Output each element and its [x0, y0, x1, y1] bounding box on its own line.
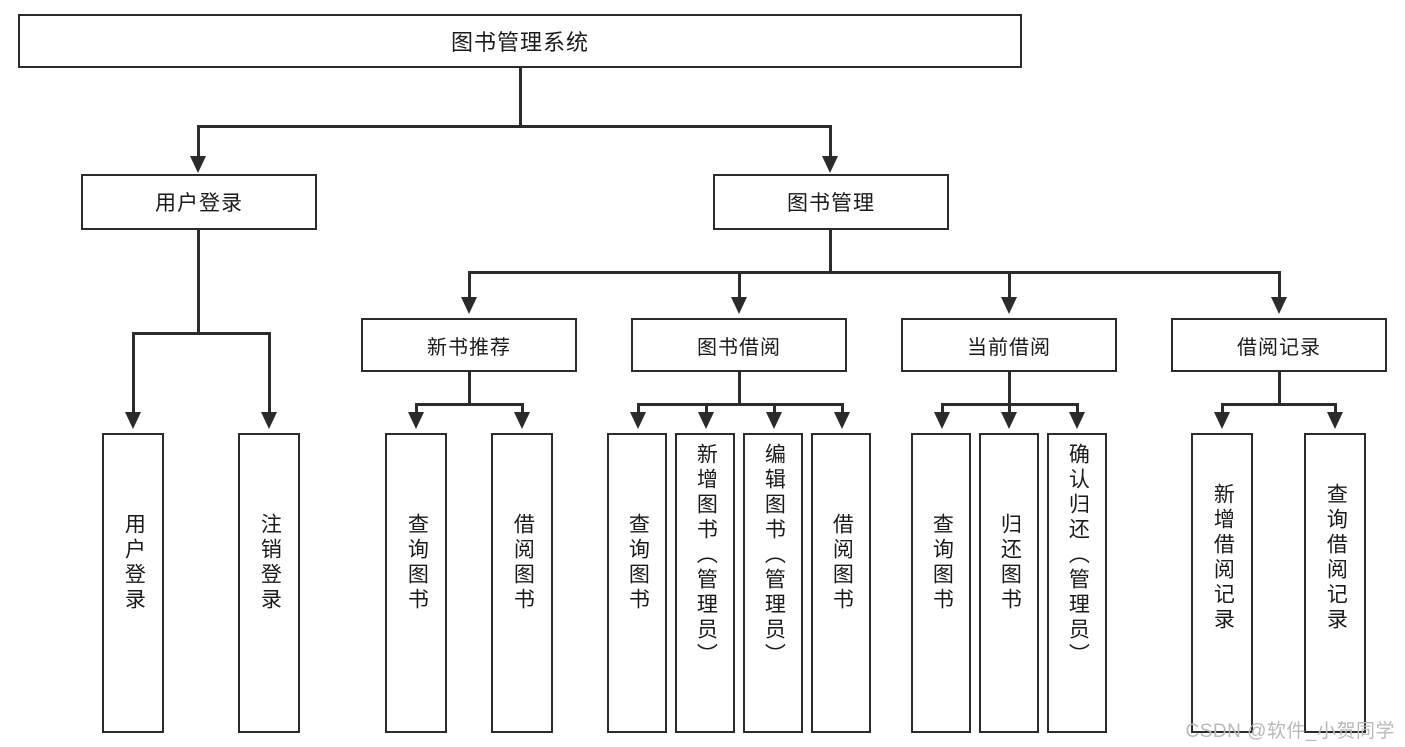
arrow-down-icon	[1069, 412, 1085, 429]
connector-borrow-bus	[637, 403, 841, 406]
leaf-query-book-recommend[interactable]: 查询图书	[385, 433, 447, 733]
node-label: 查询图书	[626, 513, 650, 613]
node-label: 查询图书	[405, 513, 429, 613]
node-current-borrow[interactable]: 当前借阅	[901, 318, 1117, 372]
leaf-edit-book-admin[interactable]: 编辑图书（管理员）	[743, 433, 803, 733]
arrow-down-icon	[261, 412, 277, 429]
connector-userlogin-drop-2	[268, 332, 271, 416]
connector-borrow-trunk	[738, 372, 741, 405]
connector-bookmgmt-trunk	[829, 230, 832, 273]
node-user-login[interactable]: 用户登录	[81, 174, 317, 230]
arrow-down-icon	[822, 156, 838, 173]
arrow-down-icon	[408, 412, 424, 429]
arrow-down-icon	[190, 156, 206, 173]
connector-borrow-drop-3	[773, 403, 776, 417]
connector-recommend-trunk	[468, 372, 471, 405]
node-label: 查询图书	[930, 513, 954, 613]
arrow-down-icon	[1001, 412, 1017, 429]
leaf-borrow-book[interactable]: 借阅图书	[811, 433, 871, 733]
connector-recommend-drop-1	[415, 403, 418, 417]
connector-current-drop-3	[1076, 403, 1079, 417]
connector-current-drop-1	[941, 403, 944, 417]
node-borrow-record[interactable]: 借阅记录	[1171, 318, 1387, 372]
connector-userlogin-drop-1	[132, 332, 135, 416]
arrow-down-icon	[630, 412, 646, 429]
arrow-down-icon	[834, 412, 850, 429]
node-book-borrow[interactable]: 图书借阅	[631, 318, 847, 372]
arrow-down-icon	[934, 412, 950, 429]
leaf-borrow-book-recommend[interactable]: 借阅图书	[491, 433, 553, 733]
connector-borrow-drop-4	[841, 403, 844, 417]
arrow-down-icon	[461, 297, 477, 314]
leaf-logout[interactable]: 注销登录	[238, 433, 300, 733]
node-label: 新书推荐	[427, 336, 511, 359]
leaf-query-borrow-record[interactable]: 查询借阅记录	[1304, 433, 1366, 733]
connector-current-trunk	[1008, 372, 1011, 405]
arrow-down-icon	[514, 412, 530, 429]
connector-bookmgmt-drop-3	[1008, 271, 1011, 301]
node-new-book-recommend[interactable]: 新书推荐	[361, 318, 577, 372]
node-label: 新增图书（管理员）	[694, 443, 718, 668]
node-label: 用户登录	[155, 192, 243, 215]
node-label: 编辑图书（管理员）	[762, 443, 786, 668]
node-root-system[interactable]: 图书管理系统	[18, 14, 1022, 68]
leaf-query-book-current[interactable]: 查询图书	[911, 433, 971, 733]
arrow-down-icon	[1327, 412, 1343, 429]
node-label: 借阅记录	[1237, 336, 1321, 359]
connector-borrow-drop-2	[705, 403, 708, 417]
leaf-add-borrow-record[interactable]: 新增借阅记录	[1191, 433, 1253, 733]
connector-bookmgmt-drop-2	[738, 271, 741, 301]
node-label: 归还图书	[998, 513, 1022, 613]
leaf-user-login[interactable]: 用户登录	[102, 433, 164, 733]
node-label: 确认归还（管理员）	[1066, 443, 1090, 668]
arrow-down-icon	[1001, 297, 1017, 314]
connector-current-drop-2	[1008, 403, 1011, 417]
leaf-confirm-return-admin[interactable]: 确认归还（管理员）	[1047, 433, 1107, 733]
leaf-add-book-admin[interactable]: 新增图书（管理员）	[675, 433, 735, 733]
arrow-down-icon	[698, 412, 714, 429]
connector-recommend-drop-2	[521, 403, 524, 417]
connector-borrow-drop-1	[637, 403, 640, 417]
node-label: 借阅图书	[511, 513, 535, 613]
connector-userlogin-bus	[132, 332, 270, 335]
arrow-down-icon	[1271, 297, 1287, 314]
connector-record-drop-2	[1334, 403, 1337, 417]
connector-bookmgmt-drop-4	[1278, 271, 1281, 301]
node-label: 用户登录	[122, 513, 146, 613]
node-label: 注销登录	[258, 513, 282, 613]
connector-userlogin-trunk	[197, 230, 200, 334]
connector-record-trunk	[1278, 372, 1281, 405]
node-label: 借阅图书	[830, 513, 854, 613]
node-label: 查询借阅记录	[1324, 483, 1348, 633]
connector-record-bus	[1221, 403, 1336, 406]
arrow-down-icon	[1214, 412, 1230, 429]
arrow-down-icon	[731, 297, 747, 314]
connector-root-drop-2	[829, 125, 832, 160]
arrow-down-icon	[125, 412, 141, 429]
connector-bookmgmt-drop-1	[468, 271, 471, 301]
node-label: 新增借阅记录	[1211, 483, 1235, 633]
connector-bookmgmt-bus	[468, 271, 1278, 274]
leaf-return-book[interactable]: 归还图书	[979, 433, 1039, 733]
node-label: 当前借阅	[967, 336, 1051, 359]
connector-recommend-bus	[415, 403, 523, 406]
node-book-management[interactable]: 图书管理	[713, 174, 949, 230]
connector-root-drop-1	[197, 125, 200, 160]
arrow-down-icon	[766, 412, 782, 429]
node-label: 图书借阅	[697, 336, 781, 359]
leaf-query-book-borrow[interactable]: 查询图书	[607, 433, 667, 733]
node-label: 图书管理	[787, 192, 875, 215]
node-label: 图书管理系统	[450, 30, 589, 55]
connector-record-drop-1	[1221, 403, 1224, 417]
connector-root-bus	[197, 125, 831, 128]
connector-root-trunk	[519, 68, 522, 126]
